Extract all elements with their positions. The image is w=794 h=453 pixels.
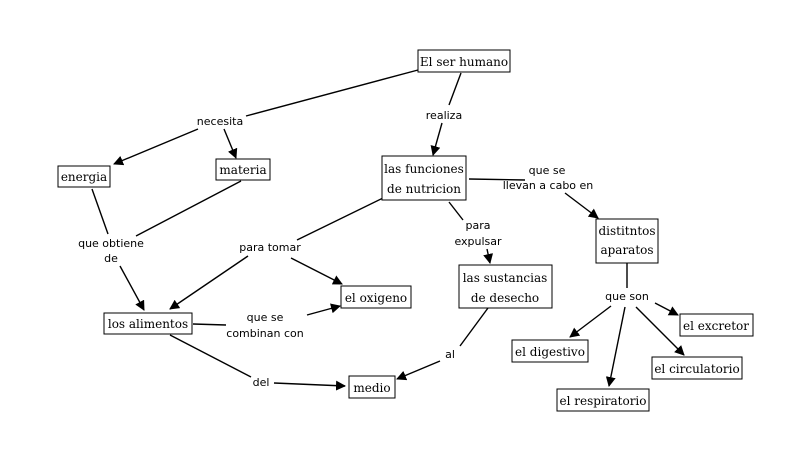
node-el-excretor[interactable]: el excretor — [679, 313, 754, 337]
link-label-que-se: que se — [529, 164, 566, 177]
edge-al-medio — [396, 360, 441, 381]
link-label-realiza: realiza — [426, 109, 462, 122]
edge-que-son-circulatorio — [635, 306, 685, 356]
edge-energia-obtiene — [91, 188, 109, 235]
node-label: el respiratorio — [559, 394, 646, 408]
node-las-sustancias-de-desecho[interactable]: las sustancias de desecho — [458, 264, 553, 309]
link-label-al: al — [445, 348, 455, 361]
node-label-line-1: distitntos — [598, 224, 655, 238]
node-el-digestivo[interactable]: el digestivo — [511, 339, 589, 363]
edge-obtiene-alimentos — [119, 265, 145, 311]
edge-funciones-expulsar — [448, 201, 464, 221]
link-label-expulsar: expulsar — [454, 235, 502, 248]
node-label: el oxigeno — [345, 291, 407, 305]
node-label-line-1: las sustancias — [463, 271, 548, 285]
node-label-line-1: las funciones — [384, 162, 464, 176]
edge-que-son-respiratorio — [605, 306, 626, 387]
edge-para-tomar-oxigeno — [290, 257, 343, 285]
edge-funciones-para-tomar — [296, 197, 384, 241]
node-label: materia — [219, 163, 266, 177]
node-el-ser-humano[interactable]: El ser humano — [417, 49, 511, 73]
edges — [91, 69, 685, 391]
node-label: El ser humano — [420, 55, 508, 69]
link-label-combinan-con: combinan con — [226, 327, 303, 340]
node-label: energia — [61, 170, 107, 184]
link-label-de: de — [104, 252, 118, 265]
edge-del-medio — [273, 380, 346, 391]
edge-alimentos-del — [169, 334, 252, 378]
link-label-que-obtiene: que obtiene — [78, 237, 144, 250]
node-energia[interactable]: energia — [57, 165, 111, 188]
edge-para-tomar-alimentos — [169, 255, 249, 310]
edge-materia-obtiene — [135, 180, 242, 237]
node-materia[interactable]: materia — [215, 158, 271, 181]
node-label: medio — [353, 381, 390, 395]
node-los-alimentos[interactable]: los alimentos — [103, 312, 193, 335]
node-label-line-2: de desecho — [471, 291, 539, 305]
edge-ser-humano-necesita — [245, 69, 419, 117]
node-el-circulatorio[interactable]: el circulatorio — [651, 356, 743, 380]
link-label-que-son: que son — [605, 290, 649, 303]
link-label-para: para — [466, 219, 491, 232]
node-distintos-aparatos[interactable]: distitntos aparatos — [595, 218, 659, 264]
link-label-que-se-combinan: que se — [247, 311, 284, 324]
node-label: el digestivo — [515, 345, 585, 359]
node-el-oxigeno[interactable]: el oxigeno — [340, 285, 412, 309]
edge-necesita-materia — [223, 128, 238, 159]
node-label: el excretor — [683, 319, 749, 333]
node-label: los alimentos — [108, 317, 188, 331]
link-label-del: del — [253, 376, 270, 389]
edge-sustancias-al — [459, 307, 489, 347]
node-label: el circulatorio — [654, 362, 739, 376]
node-label-line-2: de nutricion — [387, 182, 461, 196]
link-label-llevan-a-cabo-en: llevan a cabo en — [503, 179, 594, 192]
edge-alimentos-combinan — [192, 323, 227, 326]
node-medio[interactable]: medio — [348, 375, 396, 399]
edge-realiza-funciones — [430, 122, 443, 156]
edge-combinan-oxigeno — [306, 303, 341, 316]
edge-que-son-digestivo — [569, 305, 612, 338]
edge-ser-humano-realiza — [448, 72, 462, 106]
node-label-line-2: aparatos — [600, 243, 653, 257]
link-label-para-tomar: para tomar — [239, 241, 301, 254]
edge-llevan-aparatos — [564, 192, 599, 219]
edge-necesita-energia — [113, 128, 199, 166]
node-las-funciones-de-nutricion[interactable]: las funciones de nutricion — [381, 155, 467, 201]
node-el-respiratorio[interactable]: el respiratorio — [556, 388, 650, 412]
link-labels: necesita realiza que se llevan a cabo en… — [78, 109, 649, 389]
edge-expulsar-sustancias — [483, 248, 494, 264]
edge-que-son-excretor — [654, 302, 679, 316]
link-label-necesita: necesita — [197, 115, 243, 128]
edge-funciones-llevan — [468, 178, 526, 181]
